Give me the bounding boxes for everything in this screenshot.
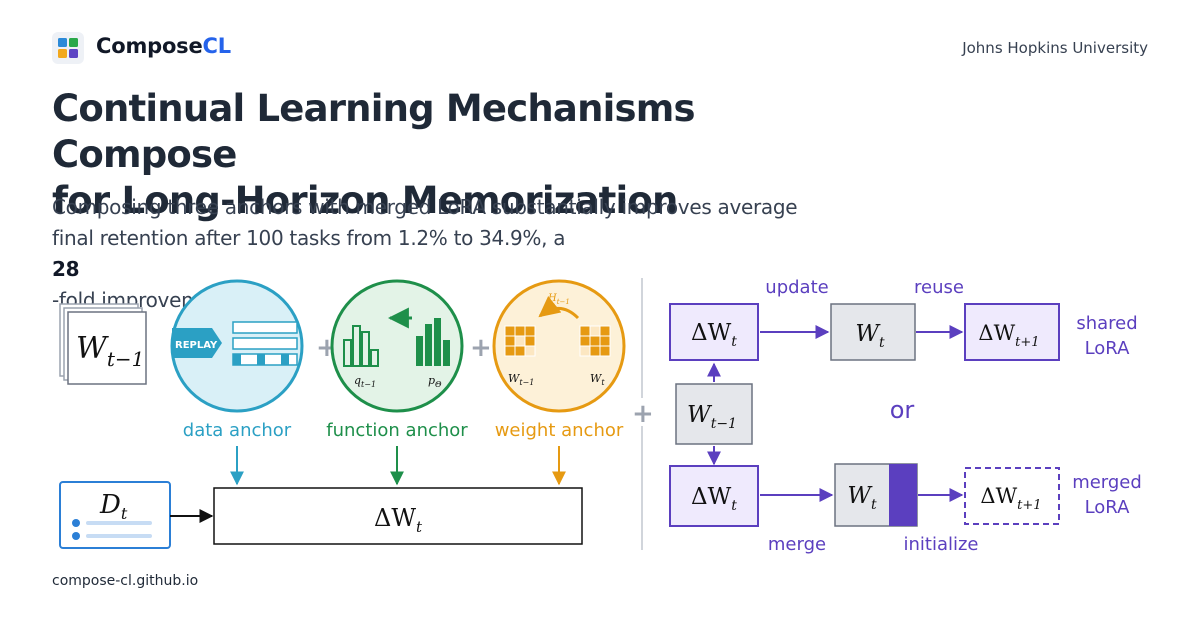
- shared-weights-box: Wt: [830, 303, 916, 361]
- p-subscript: Θ: [435, 380, 442, 389]
- previous-weights-stack: Wt−1: [59, 303, 147, 385]
- distribution-p-icon: [416, 318, 450, 366]
- svg-text:Wt: Wt: [590, 372, 605, 387]
- consolidation-arrow: [538, 295, 580, 320]
- weight-anchor-circle: Ht−1 Wt−1 Wt: [492, 279, 626, 413]
- title-line-1: Continual Learning Mechanisms Compose: [52, 87, 696, 176]
- delta-w-label: ΔW: [374, 504, 416, 532]
- dataset-label: D: [99, 490, 121, 520]
- q-label: q: [354, 374, 361, 387]
- replay-label: REPLAY: [175, 340, 218, 351]
- p-label: p: [428, 374, 435, 387]
- replay-buffer-fill: [233, 354, 289, 365]
- function-anchor-circle: qt−1 pΘ: [330, 279, 464, 413]
- merged-lora-delta-box: ΔWt: [669, 465, 759, 527]
- merged-next-delta-box: ΔWt+1: [964, 467, 1060, 525]
- brand-name-main: Compose: [96, 34, 203, 58]
- merged-lora-line-1: merged: [1072, 472, 1142, 493]
- shared-next-delta-box: ΔWt+1: [964, 303, 1060, 361]
- brand-name: ComposeCL: [96, 34, 231, 58]
- center-w-subscript: t−1: [711, 416, 737, 432]
- data-anchor-circle: REPLAY: [170, 279, 304, 413]
- subtitle-highlight: 28: [52, 257, 80, 281]
- merged-delta-bar: [889, 464, 917, 526]
- h-label: H: [547, 293, 557, 304]
- dataset-card: Dt: [59, 481, 171, 549]
- weight-grid-prev-icon: [504, 325, 536, 357]
- wprev-small-label: W: [508, 372, 521, 385]
- merged-next-delta-label: ΔW: [980, 484, 1017, 508]
- prev-weights-subscript: t−1: [107, 347, 145, 371]
- shared-next-delta-subscript: t+1: [1015, 335, 1039, 350]
- center-w-label: W: [687, 402, 713, 428]
- q-subscript: t−1: [361, 380, 376, 389]
- svg-text:ΔWt+1: ΔWt+1: [978, 321, 1039, 350]
- shared-w-label: W: [855, 321, 881, 347]
- or-label: or: [890, 396, 915, 424]
- h-subscript: t−1: [557, 298, 570, 306]
- svg-text:pΘ: pΘ: [428, 374, 442, 389]
- svg-text:Wt−1: Wt−1: [687, 402, 737, 432]
- wprev-small-subscript: t−1: [519, 378, 534, 387]
- shared-lora-line-1: shared: [1076, 313, 1137, 334]
- shared-w-subscript: t: [879, 335, 885, 351]
- project-url: compose-cl.github.io: [52, 573, 199, 589]
- weight-anchor-label: weight anchor: [495, 420, 624, 441]
- svg-text:ΔWt: ΔWt: [691, 320, 737, 350]
- wcur-small-subscript: t: [601, 378, 605, 387]
- replay-tag: REPLAY: [172, 328, 222, 358]
- merged-delta-subscript: t: [731, 498, 737, 514]
- subtitle-line-1: Composing three anchors with merged LoRA…: [52, 195, 798, 219]
- merged-lora-line-2: LoRA: [1085, 497, 1131, 518]
- plus-symbol-3: +: [632, 399, 654, 429]
- svg-text:ΔWt: ΔWt: [691, 484, 737, 514]
- svg-text:Wt−1: Wt−1: [76, 331, 144, 371]
- logo-grid-icon: [58, 38, 78, 58]
- svg-text:Wt−1: Wt−1: [508, 372, 534, 387]
- update-label: update: [765, 277, 828, 298]
- delta-w-training-box: ΔWt: [213, 487, 583, 545]
- svg-text:qt−1: qt−1: [354, 374, 376, 389]
- delta-w-subscript: t: [416, 518, 423, 536]
- distribution-q-icon: [343, 325, 379, 367]
- merged-weights-box: Wt: [834, 463, 918, 527]
- merge-label: merge: [768, 534, 826, 555]
- merged-delta-label: ΔW: [691, 484, 732, 510]
- svg-text:Dt: Dt: [99, 490, 128, 523]
- shared-lora-delta-box: ΔWt: [669, 303, 759, 361]
- subtitle-line-2-start: final retention after 100 tasks from 1.2…: [52, 226, 566, 250]
- svg-text:Wt: Wt: [855, 321, 885, 351]
- function-anchor-label: function anchor: [326, 420, 468, 441]
- reuse-label: reuse: [914, 277, 964, 298]
- data-anchor-label: data anchor: [183, 420, 292, 441]
- plus-symbol-2: +: [470, 333, 492, 363]
- weight-grid-current-icon: [579, 325, 611, 357]
- merged-w-label: W: [847, 483, 873, 509]
- initialize-label: initialize: [903, 534, 978, 555]
- merged-w-subscript: t: [871, 497, 877, 513]
- wcur-small-label: W: [590, 372, 603, 385]
- shared-lora-line-2: LoRA: [1085, 338, 1131, 359]
- prev-weights-label: W: [76, 331, 109, 366]
- shared-next-delta-label: ΔW: [978, 321, 1015, 345]
- merged-next-delta-subscript: t+1: [1017, 498, 1041, 513]
- title-line-2: for Long-Horizon Memorization: [52, 179, 678, 222]
- brand-name-accent: CL: [202, 34, 232, 58]
- svg-text:ΔWt: ΔWt: [374, 504, 423, 536]
- svg-text:Wt: Wt: [847, 483, 877, 513]
- dataset-subscript: t: [121, 504, 128, 523]
- page-title: Continual Learning Mechanisms Compose fo…: [52, 86, 852, 224]
- shared-delta-subscript: t: [731, 334, 737, 350]
- shared-delta-label: ΔW: [691, 320, 732, 346]
- svg-text:ΔWt+1: ΔWt+1: [980, 484, 1041, 513]
- app-logo: [52, 32, 84, 64]
- affiliation: Johns Hopkins University: [962, 39, 1148, 57]
- center-prev-weights-box: Wt−1: [675, 383, 753, 445]
